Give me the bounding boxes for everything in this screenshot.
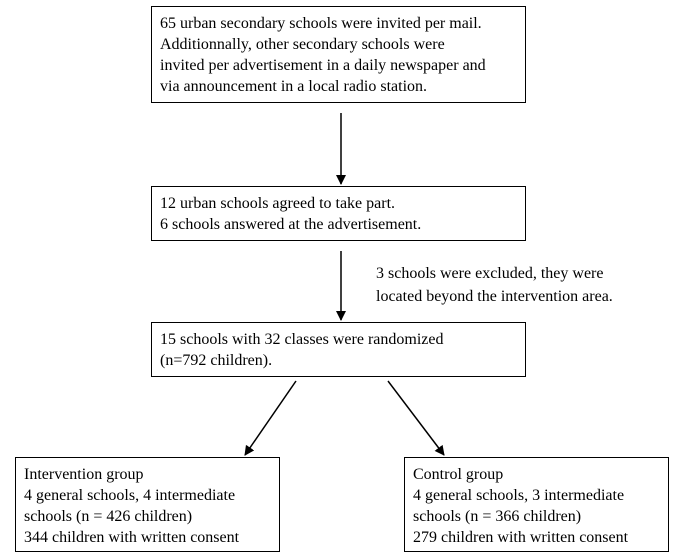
randomization-line-1: 15 schools with 32 classes were randomiz… [160, 331, 444, 348]
arrow-randomization-to-intervention [244, 380, 297, 456]
exclusion-line-1: 3 schools were excluded, they were [376, 265, 604, 282]
randomization-box: 15 schools with 32 classes were randomiz… [151, 322, 526, 377]
randomization-line-2: (n=792 children). [160, 352, 273, 369]
intervention-group-line-4: 344 children with written consent [24, 529, 240, 546]
agreement-line-2: 6 schools answered at the advertisement. [160, 216, 422, 233]
control-group-line-4: 279 children with written consent [413, 529, 629, 546]
invitation-line-4: via announcement in a local radio statio… [160, 78, 428, 95]
invitation-line-1: 65 urban secondary schools were invited … [160, 15, 482, 32]
intervention-group-line-3: schools (n = 426 children) [24, 508, 193, 525]
control-group-title: Control group [413, 466, 504, 483]
control-group-line-3: schools (n = 366 children) [413, 508, 582, 525]
exclusion-note: 3 schools were excluded, they were locat… [376, 262, 613, 308]
arrow-randomization-to-control [387, 380, 445, 456]
agreement-box: 12 urban schools agreed to take part. 6 … [151, 186, 526, 241]
invitation-box: 65 urban secondary schools were invited … [151, 6, 526, 103]
agreement-line-1: 12 urban schools agreed to take part. [160, 195, 396, 212]
intervention-group-line-2: 4 general schools, 4 intermediate [24, 487, 236, 504]
control-group-line-2: 4 general schools, 3 intermediate [413, 487, 625, 504]
intervention-group-box: Intervention group 4 general schools, 4 … [15, 457, 280, 552]
invitation-line-3: invited per advertisement in a daily new… [160, 57, 486, 74]
exclusion-line-2: located beyond the intervention area. [376, 288, 613, 305]
invitation-line-2: Additionnally, other secondary schools w… [160, 36, 445, 53]
intervention-group-title: Intervention group [24, 466, 144, 483]
control-group-box: Control group 4 general schools, 3 inter… [404, 457, 669, 552]
